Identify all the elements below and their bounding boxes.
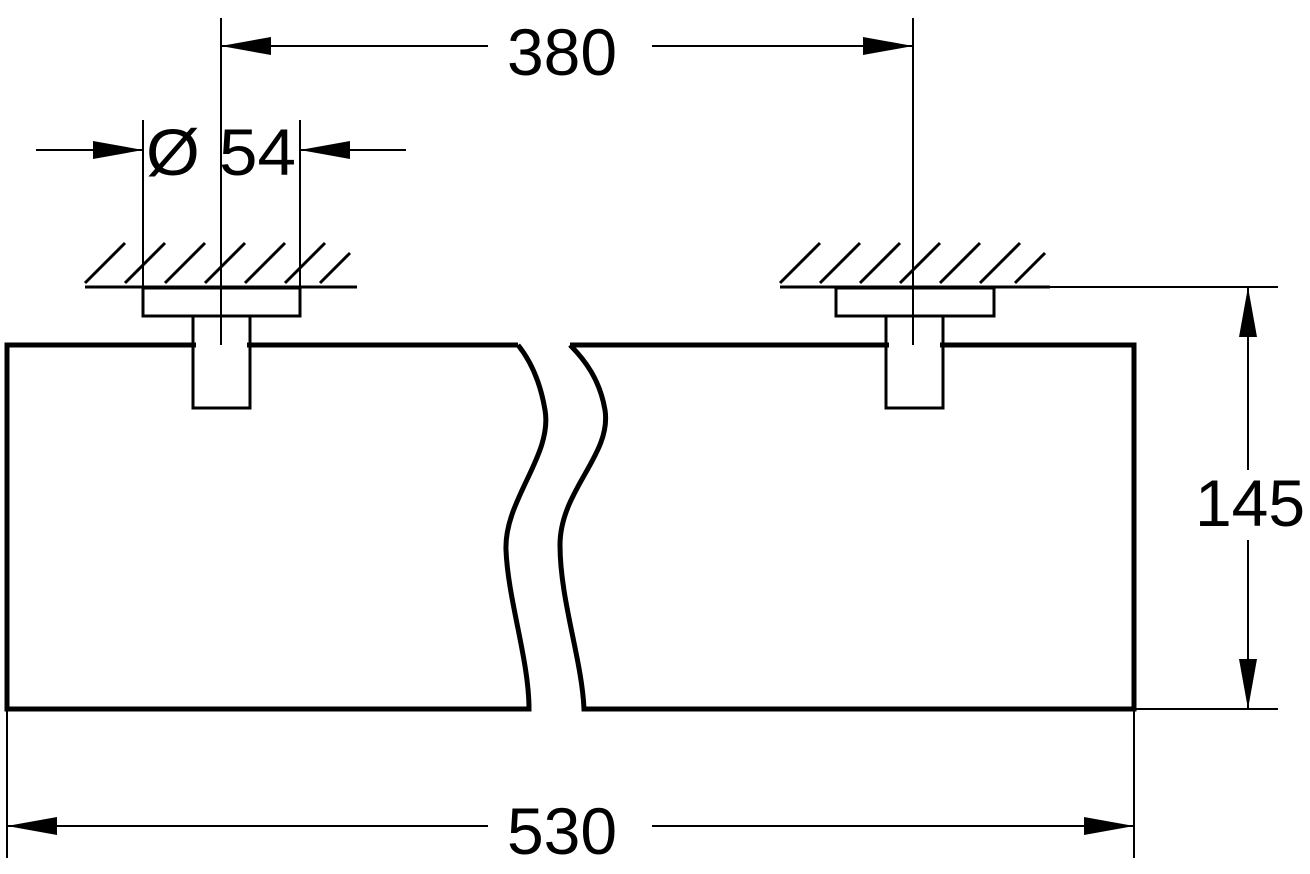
mount-right xyxy=(834,286,996,410)
post-right xyxy=(884,314,945,410)
dimension-label-380: 380 xyxy=(507,15,617,89)
shelf-left-part xyxy=(4,342,549,712)
dimension-label-145: 145 xyxy=(1195,466,1305,540)
shelf-right-part xyxy=(557,342,1137,712)
dimension-label-530: 530 xyxy=(507,794,617,868)
wall-hatch-right xyxy=(778,241,1050,289)
rosette-right xyxy=(834,286,996,318)
dimension-label-diameter: Ø 54 xyxy=(146,115,296,189)
